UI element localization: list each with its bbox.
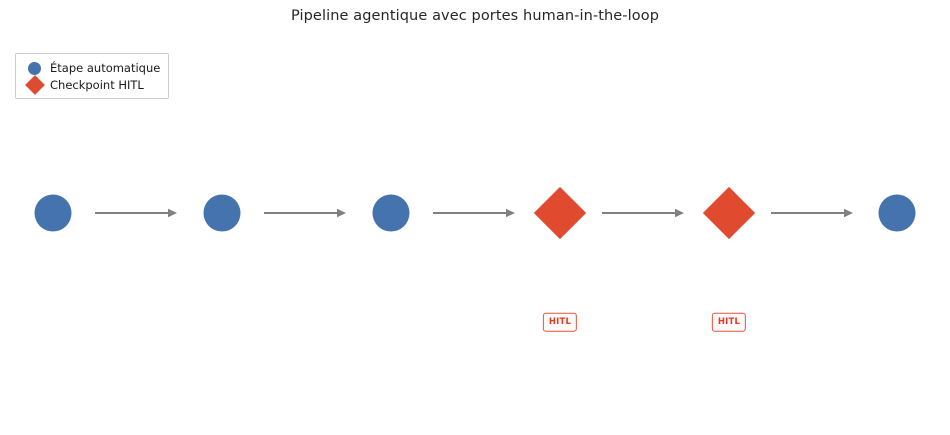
legend-item-hitl-checkpoint: Checkpoint HITL: [22, 75, 160, 95]
pipeline-node-auto[interactable]: [878, 194, 916, 232]
diamond-marker-icon: [22, 75, 48, 95]
hitl-badge: HITL: [711, 312, 747, 332]
pipeline-node-auto[interactable]: [372, 194, 410, 232]
legend-item-auto-step: Étape automatique: [22, 59, 160, 76]
pipeline-node-auto[interactable]: [203, 194, 241, 232]
pipeline-node-hitl[interactable]: [533, 186, 587, 240]
pipeline-arrow: [771, 207, 853, 219]
pipeline-node-auto[interactable]: [34, 194, 72, 232]
circle-marker-icon: [22, 59, 48, 76]
pipeline-arrow: [433, 207, 515, 219]
page-title: Pipeline agentique avec portes human-in-…: [290, 8, 660, 24]
legend-item-label: Étape automatique: [50, 60, 161, 75]
pipeline-arrow: [264, 207, 346, 219]
pipeline-node-hitl[interactable]: [702, 186, 756, 240]
pipeline-arrow: [95, 207, 177, 219]
legend-item-label: Checkpoint HITL: [50, 77, 144, 92]
pipeline-arrow: [602, 207, 684, 219]
hitl-badge: HITL: [542, 312, 578, 332]
legend: Étape automatique Checkpoint HITL: [15, 53, 170, 99]
